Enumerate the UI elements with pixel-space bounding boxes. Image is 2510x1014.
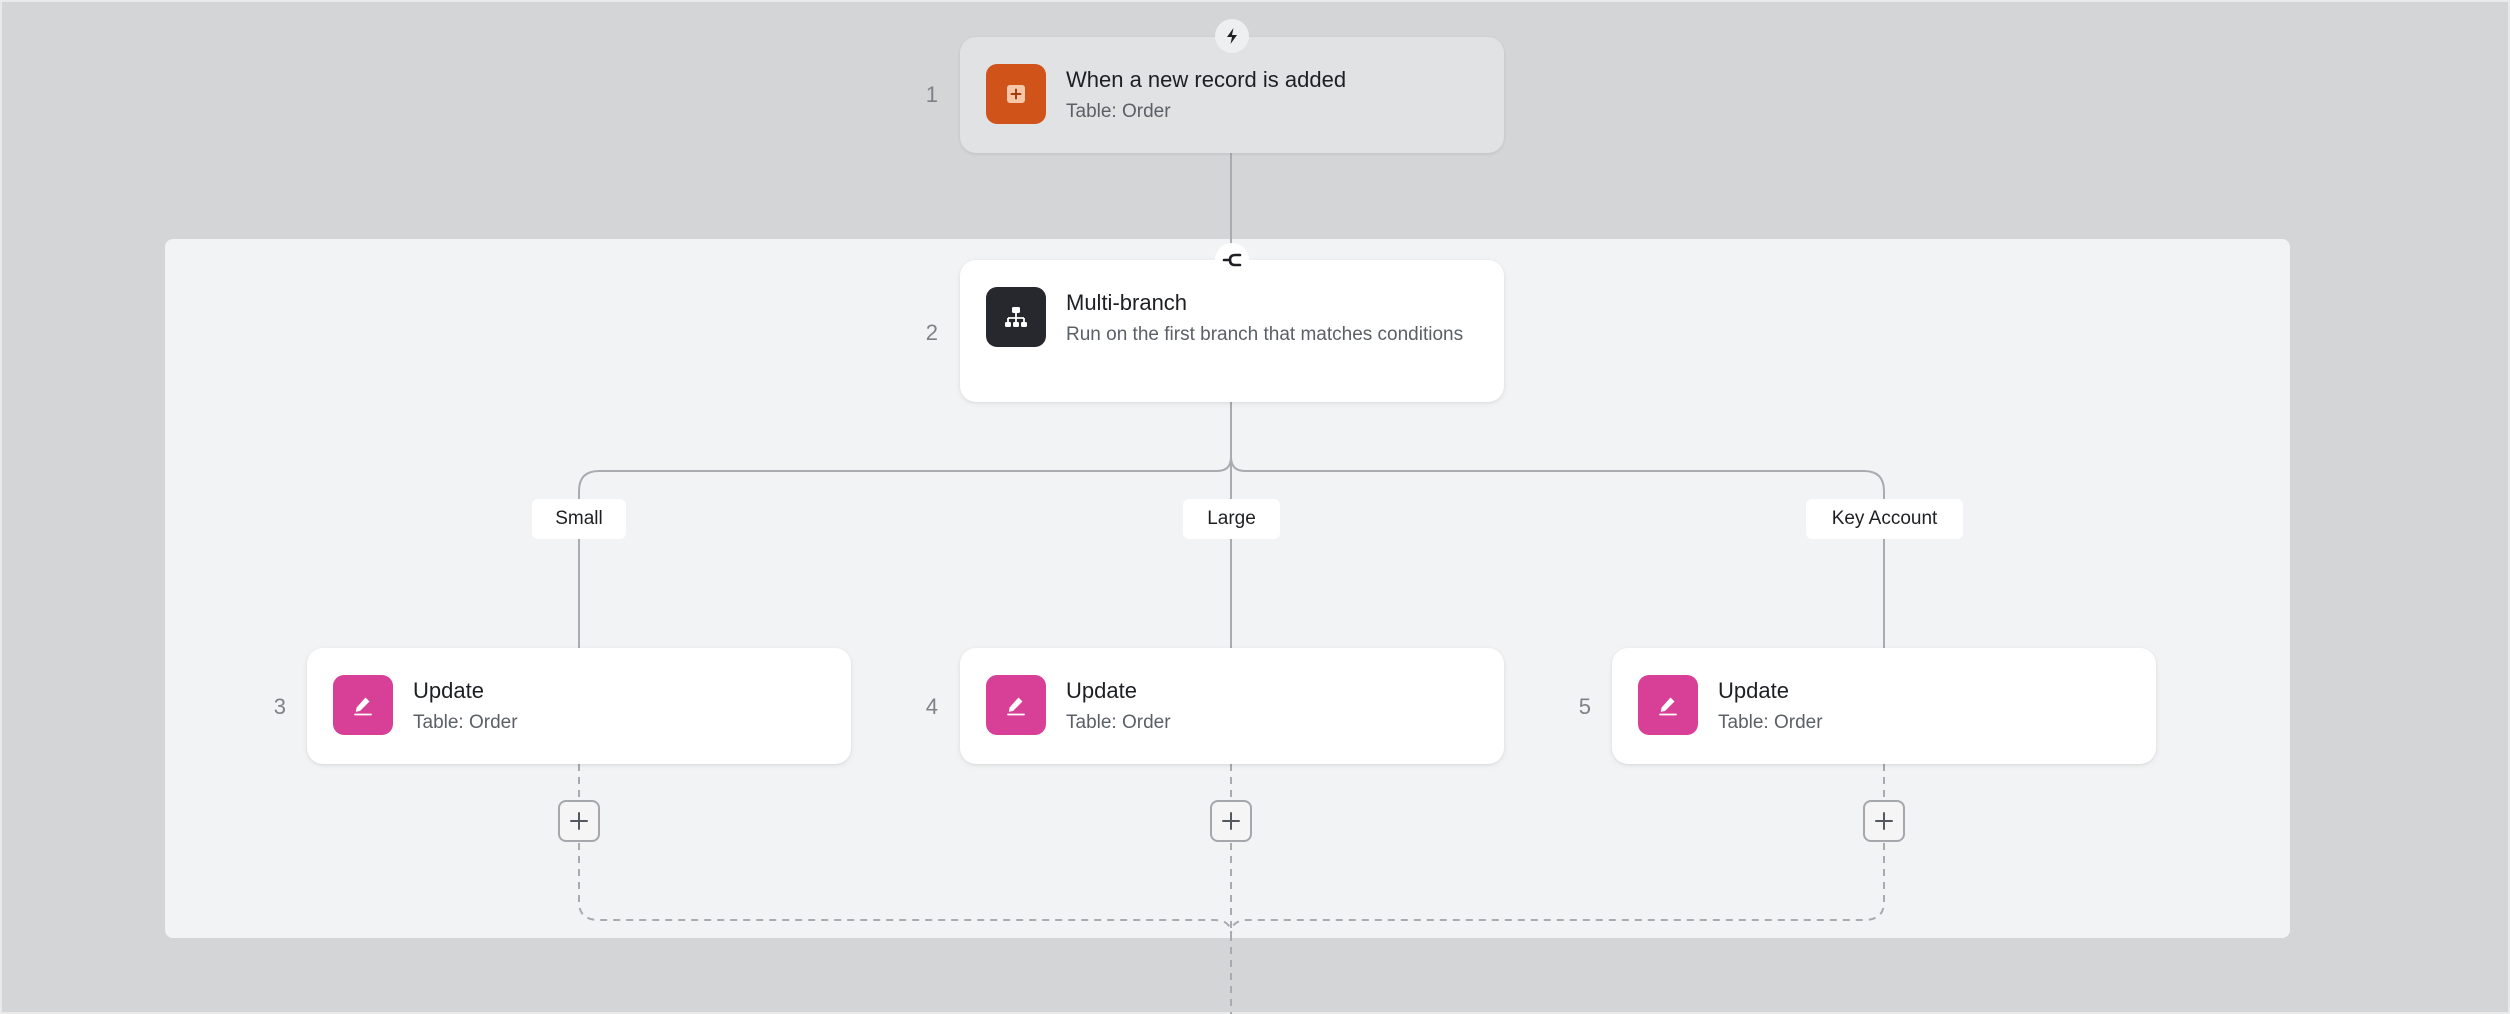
update-title: Update [1718,678,1789,703]
plus-icon [1875,812,1893,830]
trigger-subtitle: Table: Order [1066,101,1171,122]
plus-icon [570,812,588,830]
multi-branch-node[interactable]: Multi-branch Run on the first branch tha… [960,260,1504,402]
multi-branch-subtitle: Run on the first branch that matches con… [1066,324,1464,345]
lightning-icon [1215,19,1249,53]
update-node-small[interactable]: Update Table: Order [307,648,851,764]
update-title: Update [1066,678,1137,703]
plus-icon [1222,812,1240,830]
update-node-key-account[interactable]: Update Table: Order [1612,648,2156,764]
add-step-button-large[interactable] [1210,800,1252,842]
pencil-icon [986,675,1046,735]
pencil-icon [1638,675,1698,735]
branch-label-small[interactable]: Small [532,499,626,539]
trigger-node[interactable]: When a new record is added Table: Order [960,37,1504,153]
step-number-1: 1 [925,82,938,107]
step-number-5: 5 [1578,694,1591,719]
update-subtitle: Table: Order [413,712,518,733]
trigger-title: When a new record is added [1066,67,1347,92]
add-step-button-key-account[interactable] [1863,800,1905,842]
branch-label-large[interactable]: Large [1183,499,1280,539]
pencil-icon [333,675,393,735]
update-title: Update [413,678,484,703]
plus-square-icon [986,64,1046,124]
step-number-4: 4 [925,694,938,719]
add-step-button-small[interactable] [558,800,600,842]
update-node-large[interactable]: Update Table: Order [960,648,1504,764]
multi-branch-title: Multi-branch [1066,290,1188,315]
step-number-2: 2 [925,320,938,345]
branch-split-icon [1215,243,1249,277]
update-subtitle: Table: Order [1718,712,1823,733]
step-number-3: 3 [273,694,286,719]
update-subtitle: Table: Order [1066,712,1171,733]
branch-label-key-account[interactable]: Key Account [1806,499,1963,539]
sitemap-icon [986,287,1046,347]
